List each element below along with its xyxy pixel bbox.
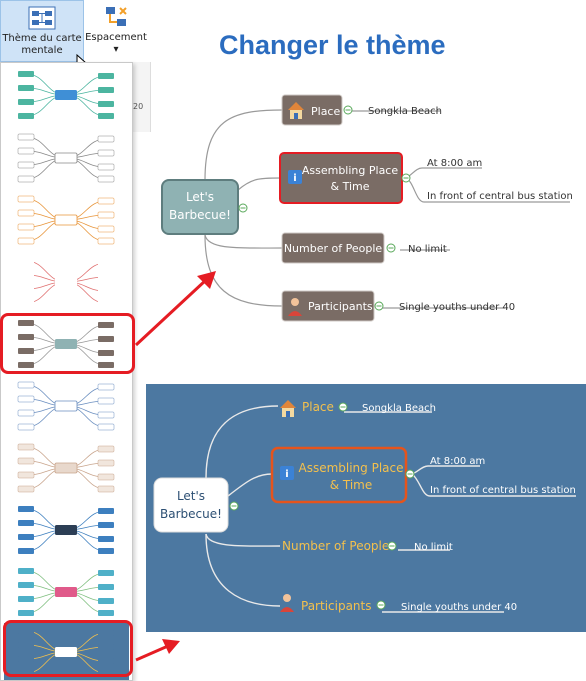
mindmap-theme-icon — [28, 6, 56, 30]
house-icon — [288, 102, 304, 119]
theme-thumbnail[interactable] — [4, 563, 129, 621]
detail-time: At 8:00 am — [427, 158, 482, 169]
person-icon — [288, 298, 302, 316]
theme-button-line2: mentale — [21, 45, 63, 56]
mindmap-light-canvas: Let's Barbecue! Place Songkla Beach i As… — [161, 94, 573, 322]
detail-place: Songkla Beach — [368, 106, 442, 117]
mindmap-dark-canvas: Let's Barbecue! Place Songkla Beach i As… — [153, 400, 576, 613]
detail-line-station — [411, 473, 576, 497]
branch-assembling — [237, 177, 281, 191]
detail-place: Songkla Beach — [362, 403, 436, 414]
topic-assembling-line2: & Time — [330, 478, 373, 492]
info-icon: i — [280, 466, 294, 480]
branch-place — [205, 405, 279, 479]
mindmap-theme-button[interactable]: Thème du carte mentale — [0, 0, 84, 62]
central-line1: Let's — [177, 489, 205, 503]
central-line1: Let's — [186, 190, 214, 204]
theme-thumbnails — [4, 66, 129, 681]
branch-participants — [204, 234, 283, 307]
background-value: 20 — [133, 102, 144, 111]
theme-thumbnail[interactable] — [4, 377, 129, 435]
background-panel: 20 — [131, 62, 151, 132]
detail-participants: Single youths under 40 — [401, 602, 517, 613]
central-topic[interactable] — [161, 179, 239, 235]
spacing-button[interactable]: Espacement ▾ — [84, 0, 148, 62]
theme-thumbnail[interactable] — [4, 439, 129, 497]
detail-participants: Single youths under 40 — [399, 302, 515, 313]
svg-text:i: i — [285, 469, 288, 480]
topic-participants-label: Participants — [308, 300, 373, 313]
topic-participants-label[interactable]: Participants — [301, 599, 372, 613]
page-title: Changer le thème — [219, 30, 446, 60]
svg-text:i: i — [293, 173, 296, 184]
branch-assembling — [227, 473, 273, 497]
spacing-icon — [106, 7, 127, 26]
theme-thumbnail[interactable] — [4, 191, 129, 249]
detail-people: No limit — [414, 542, 453, 553]
detail-time: At 8:00 am — [430, 456, 485, 467]
topic-assembling-line1: Assembling Place — [302, 164, 398, 177]
spacing-button-label: Espacement — [85, 32, 147, 43]
mindmap-light: Let's Barbecue! Place Songkla Beach i As… — [140, 80, 586, 380]
central-line2: Barbecue! — [169, 208, 231, 222]
detail-station: In front of central bus station — [427, 191, 573, 202]
mindmap-dark: Let's Barbecue! Place Songkla Beach i As… — [146, 384, 586, 632]
topic-place-label: Place — [311, 105, 340, 118]
theme-thumbnail[interactable] — [4, 66, 129, 124]
theme-thumbnail[interactable] — [4, 623, 129, 681]
theme-thumbnail[interactable] — [4, 501, 129, 559]
detail-people: No limit — [408, 244, 447, 255]
topic-assembling-line2: & Time — [331, 180, 370, 193]
topic-people-label[interactable]: Number of People — [282, 539, 389, 553]
central-topic[interactable] — [153, 477, 229, 533]
selected-theme-highlight — [0, 313, 135, 374]
topic-people-label: Number of People — [284, 242, 383, 255]
branch-people — [204, 234, 283, 249]
house-icon — [280, 400, 296, 417]
info-icon: i — [288, 170, 302, 184]
ribbon: Thème du carte mentale Espacement ▾ — [0, 0, 150, 70]
topic-place-label[interactable]: Place — [302, 400, 334, 414]
branch-place — [204, 109, 283, 181]
central-line2: Barbecue! — [160, 507, 222, 521]
chevron-down-icon[interactable]: ▾ — [113, 44, 119, 55]
branch-people — [205, 533, 281, 547]
topic-assembling-line1: Assembling Place — [298, 461, 403, 475]
theme-button-line1: Thème du carte — [2, 33, 82, 44]
selected-theme-highlight — [3, 620, 133, 677]
theme-thumbnail[interactable] — [4, 253, 129, 311]
branch-participants — [205, 533, 281, 607]
topic-participants[interactable] — [281, 290, 375, 322]
theme-thumbnail[interactable] — [4, 315, 129, 373]
theme-thumbnail[interactable] — [4, 129, 129, 187]
detail-station: In front of central bus station — [430, 485, 576, 496]
person-icon — [280, 594, 294, 612]
topic-people[interactable] — [281, 232, 385, 264]
